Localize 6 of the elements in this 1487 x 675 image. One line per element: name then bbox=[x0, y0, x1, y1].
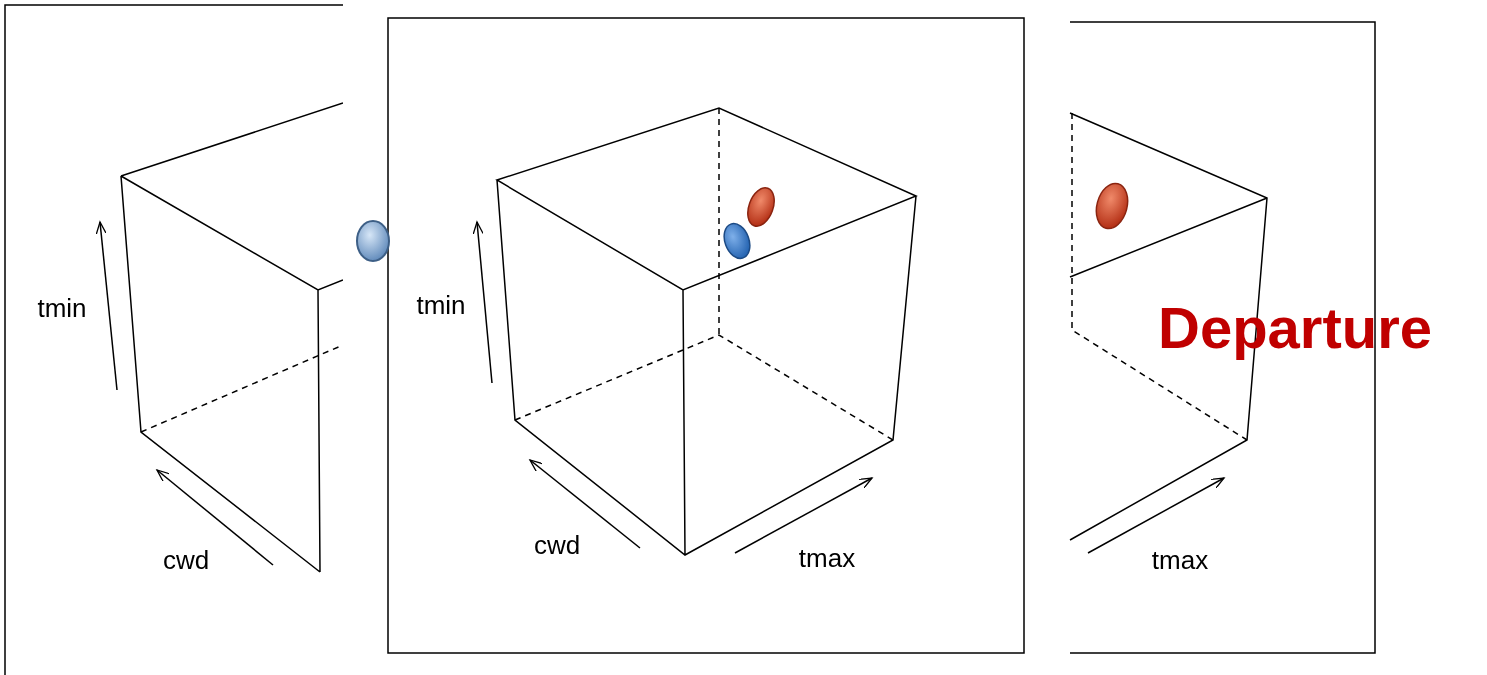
axis-label: cwd bbox=[533, 529, 581, 561]
axis-label: tmax bbox=[798, 542, 856, 574]
axis-label: tmin bbox=[37, 292, 87, 324]
axis-label: tmax bbox=[1151, 544, 1209, 576]
axis-label: tmin bbox=[416, 289, 466, 321]
axis-label: cwd bbox=[162, 544, 210, 576]
